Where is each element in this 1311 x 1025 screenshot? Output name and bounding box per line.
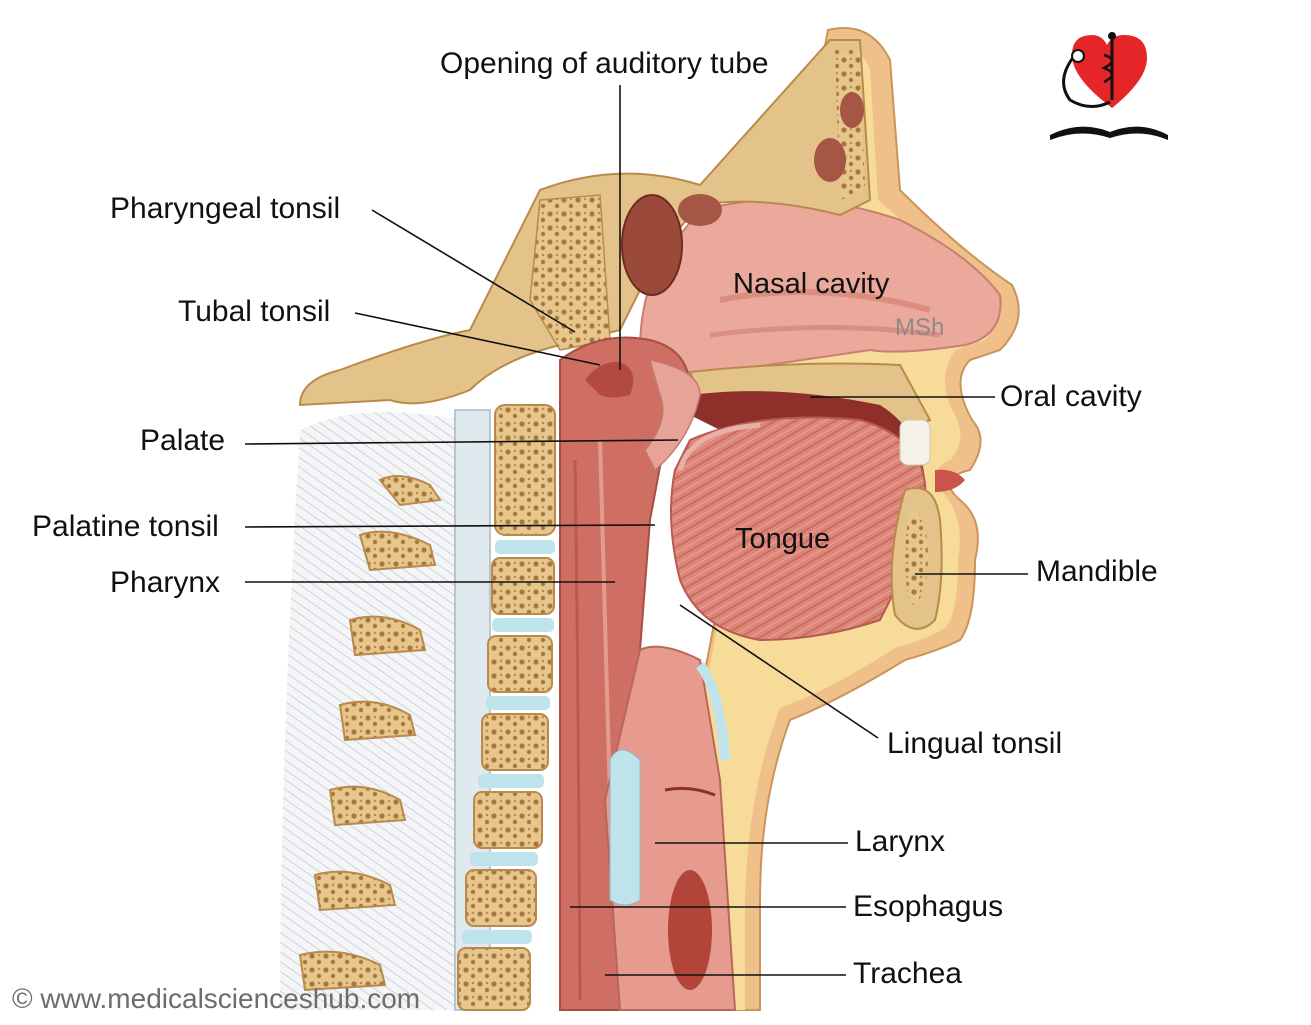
logo-emblem	[1050, 32, 1168, 140]
leader-lingual-tonsil	[679, 604, 879, 739]
leader-lines	[244, 85, 1028, 976]
vertebral-column	[457, 404, 556, 1011]
tongue-region	[670, 416, 927, 642]
leader-palatine-tonsil	[244, 524, 656, 528]
label-tongue: Tongue	[735, 523, 831, 555]
copyright-notice: © www.medicalscienceshub.com	[12, 983, 421, 1014]
oral-cavity-region	[660, 391, 925, 480]
label-pharyngeal-tonsil: Pharyngeal tonsil	[110, 192, 341, 225]
label-nasal-cavity: Nasal cavity	[733, 268, 890, 300]
label-mandible: Mandible	[1036, 555, 1158, 588]
label-tubal-tonsil: Tubal tonsil	[178, 295, 331, 328]
label-larynx: Larynx	[855, 825, 946, 858]
label-opening-of-auditory-tube: Opening of auditory tube	[440, 47, 769, 80]
leader-palate	[244, 439, 679, 445]
label-pharynx: Pharynx	[110, 566, 221, 599]
label-palatine-tonsil: Palatine tonsil	[32, 510, 219, 543]
label-trachea: Trachea	[853, 957, 962, 990]
label-palate: Palate	[140, 424, 226, 457]
spinous-processes	[298, 475, 442, 992]
soft-palate	[644, 359, 701, 472]
label-lingual-tonsil: Lingual tonsil	[887, 727, 1063, 760]
label-oral-cavity: Oral cavity	[1000, 380, 1142, 413]
watermark-msh: MSh	[895, 314, 945, 341]
leader-tubal-tonsil	[354, 312, 601, 366]
leader-pharyngeal-tonsil	[371, 209, 576, 333]
sphenoid-sinus	[621, 194, 683, 296]
label-esophagus: Esophagus	[853, 890, 1004, 923]
